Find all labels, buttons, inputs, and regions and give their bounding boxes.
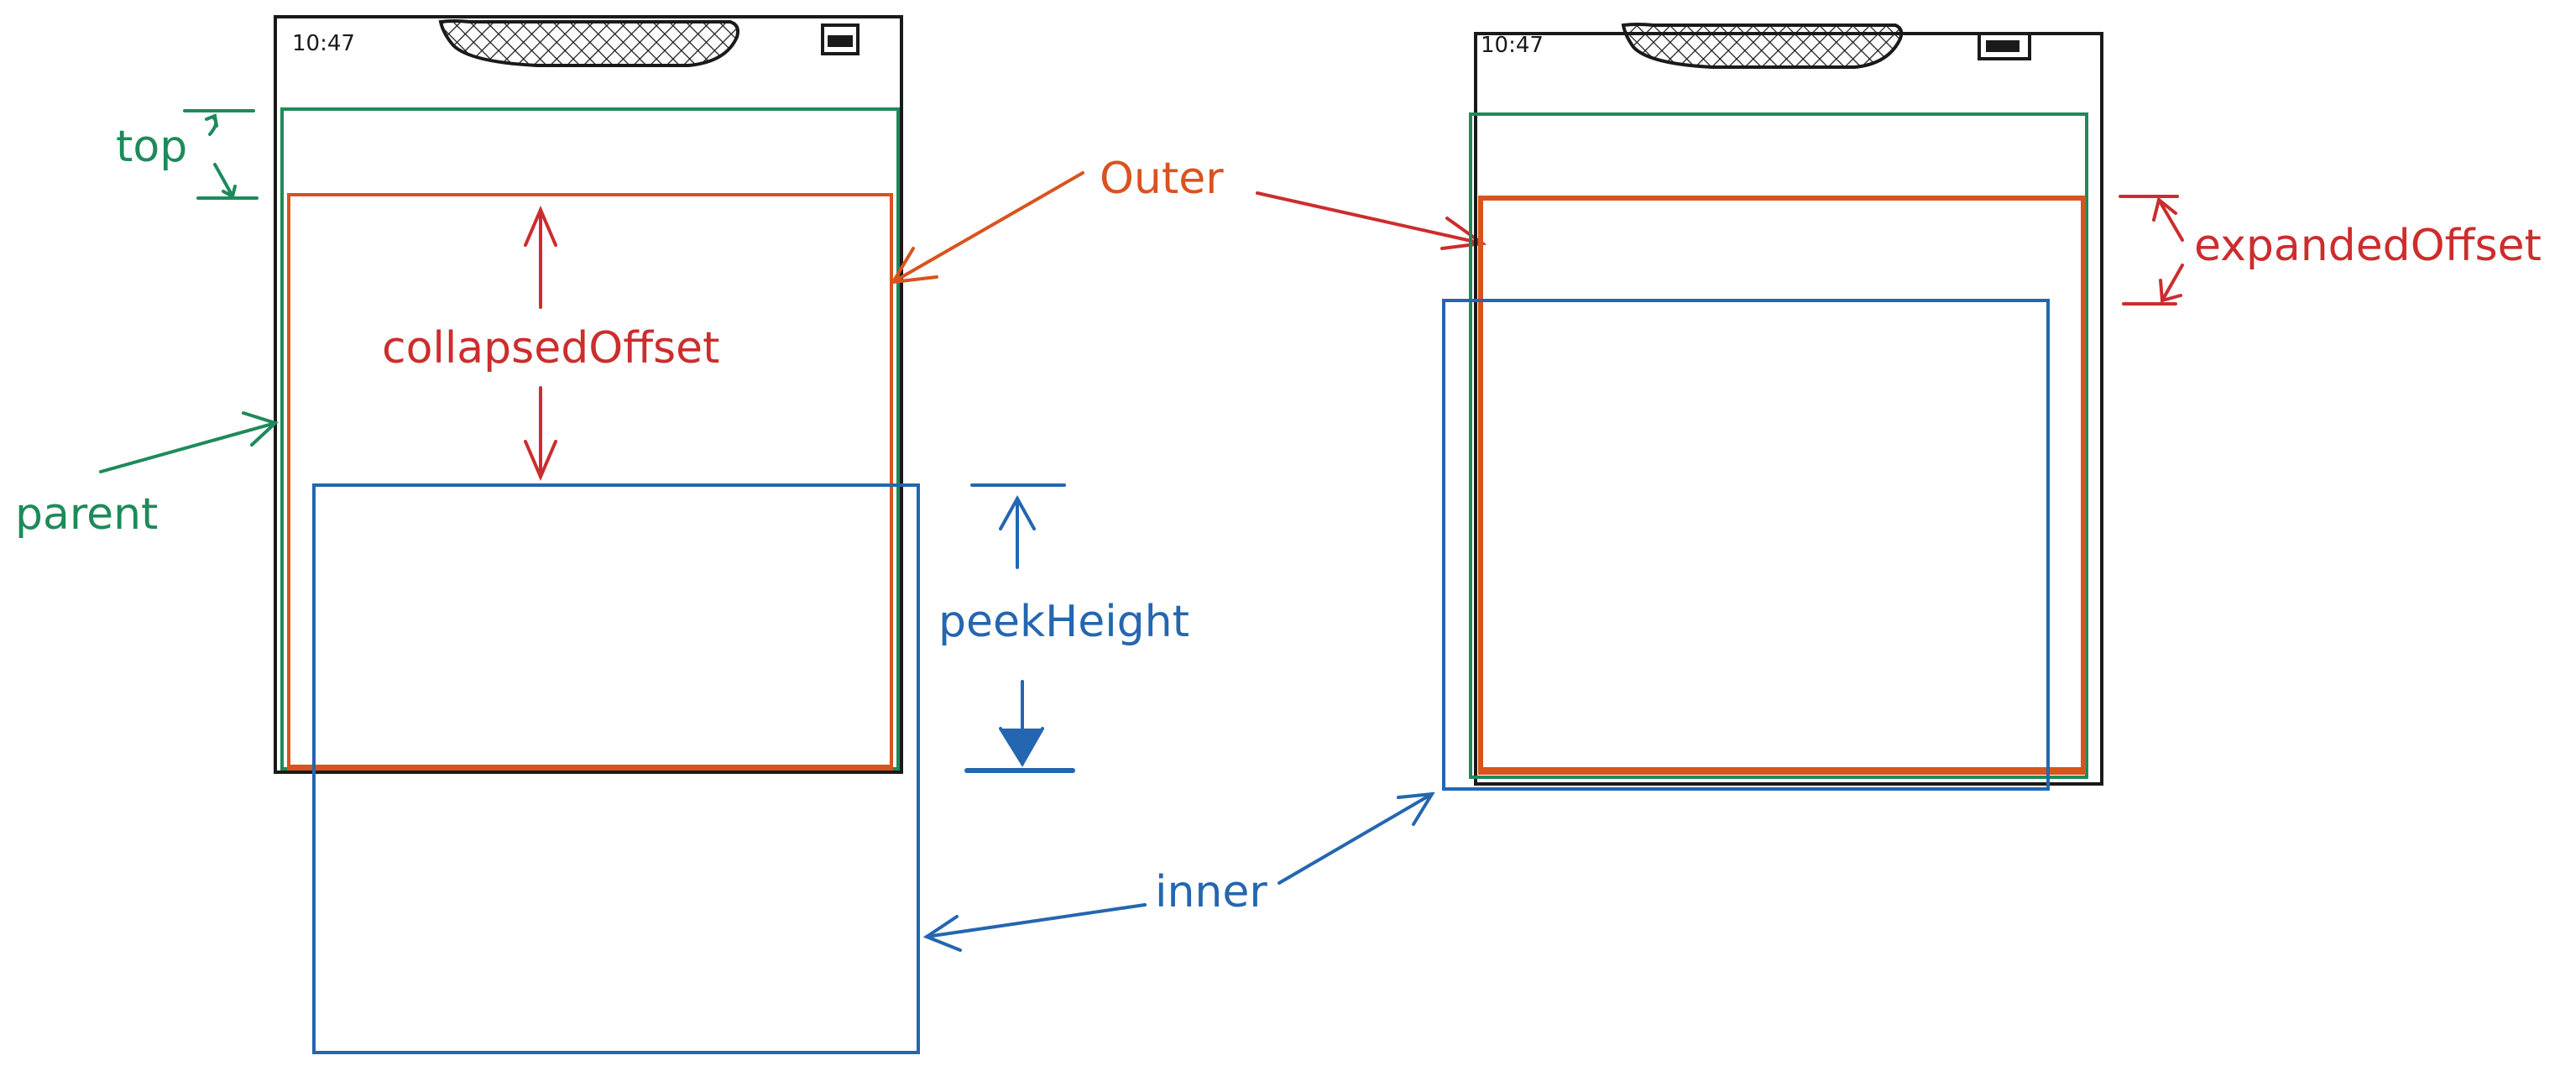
parent-label: parent bbox=[15, 489, 158, 540]
inner-arrow-left bbox=[922, 903, 1147, 952]
left-parent-box bbox=[280, 107, 900, 771]
expanded-offset-indicator bbox=[2119, 195, 2184, 306]
right-phone-battery-icon bbox=[1978, 32, 2031, 60]
left-outer-box bbox=[287, 193, 893, 771]
left-phone: 10:47 bbox=[274, 15, 903, 774]
right-parent-box bbox=[1469, 112, 2088, 779]
peek-height-label: peekHeight bbox=[938, 597, 1189, 647]
inner-arrow-right bbox=[1278, 791, 1435, 885]
top-indicator bbox=[183, 109, 259, 200]
left-phone-notch bbox=[438, 19, 739, 67]
left-inner-box bbox=[312, 483, 920, 1054]
collapsed-offset-label: collapsedOffset bbox=[382, 323, 720, 374]
top-label: top bbox=[116, 122, 187, 172]
right-outer-box bbox=[1478, 196, 2086, 775]
outer-arrow-left bbox=[890, 171, 1084, 285]
right-phone-notch bbox=[1621, 23, 1904, 69]
parent-arrow bbox=[99, 411, 279, 473]
outer-label: Outer bbox=[1100, 154, 1224, 204]
right-phone: 10:47 bbox=[1474, 23, 2103, 786]
expanded-offset-label: expandedOffset bbox=[2194, 221, 2542, 271]
collapsed-offset-arrow bbox=[524, 205, 557, 482]
right-phone-clock: 10:47 bbox=[1481, 33, 1544, 58]
right-phone-frame bbox=[1474, 32, 2103, 786]
left-phone-battery-icon bbox=[821, 24, 860, 55]
left-phone-clock: 10:47 bbox=[292, 31, 355, 56]
outer-arrow-right bbox=[1256, 191, 1487, 250]
left-phone-frame bbox=[274, 15, 903, 774]
right-inner-box bbox=[1442, 299, 2050, 791]
peek-height-indicator bbox=[964, 483, 1075, 773]
inner-label: inner bbox=[1155, 867, 1267, 917]
